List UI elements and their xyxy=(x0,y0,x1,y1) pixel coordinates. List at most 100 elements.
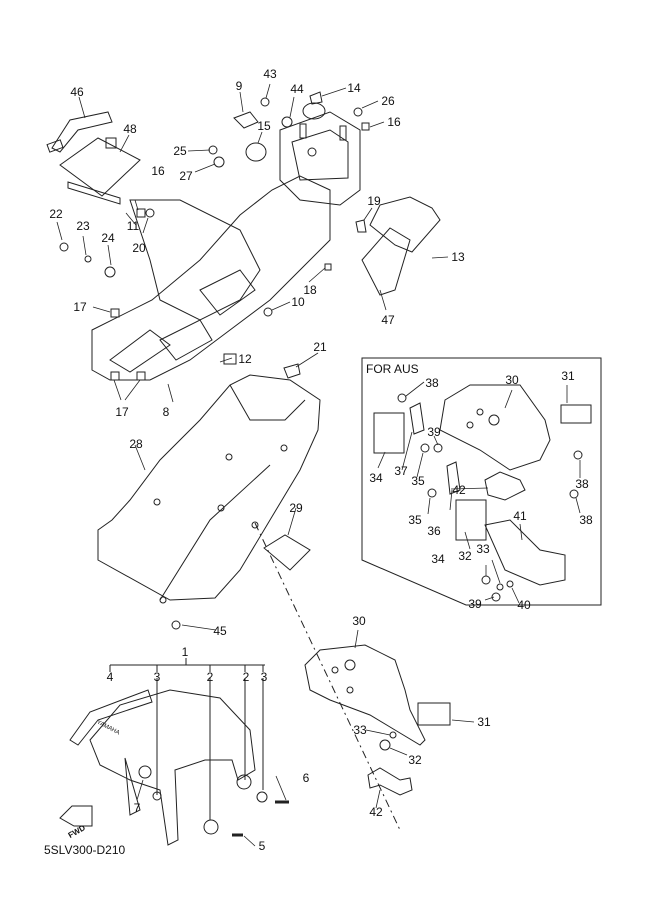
callout-34b: 34 xyxy=(431,552,445,566)
bracket-9 xyxy=(233,111,259,129)
callout-43: 43 xyxy=(263,67,277,81)
callout-27: 27 xyxy=(179,169,193,183)
aus-reflector-31 xyxy=(560,404,592,424)
aus-mudguard-30 xyxy=(439,384,551,471)
callout-21: 21 xyxy=(313,340,327,354)
callout-42b: 42 xyxy=(369,805,383,819)
callout-44: 44 xyxy=(290,82,304,96)
nut-27 xyxy=(213,156,225,168)
nut-7 xyxy=(138,765,152,779)
callout-38b: 38 xyxy=(575,477,589,491)
front-fender xyxy=(69,689,256,846)
mudguard-30 xyxy=(304,644,426,746)
callout-2b: 2 xyxy=(242,670,250,684)
cap-10 xyxy=(263,307,273,317)
cap-44 xyxy=(302,102,326,120)
aus-nut-35b xyxy=(427,488,437,498)
diagram-code: 5SLV300-D210 xyxy=(44,843,126,857)
reflector-31 xyxy=(417,702,451,726)
callout-42a: 42 xyxy=(452,483,466,497)
pad-21 xyxy=(283,363,301,379)
aus-nut-35a xyxy=(420,443,430,453)
callout-28: 28 xyxy=(129,437,143,451)
callout-41: 41 xyxy=(513,509,527,523)
callout-46: 46 xyxy=(70,85,84,99)
callout-17b: 17 xyxy=(115,405,129,419)
nut-17 xyxy=(110,308,120,318)
callout-18: 18 xyxy=(303,283,317,297)
leader-lines xyxy=(56,83,581,847)
collar-3 xyxy=(152,791,162,801)
bolt-45 xyxy=(171,620,181,630)
nut-16b xyxy=(361,122,370,131)
callout-45: 45 xyxy=(213,624,227,638)
callout-26: 26 xyxy=(381,94,395,108)
aus-bracket-37 xyxy=(409,402,425,435)
callout-17a: 17 xyxy=(73,300,87,314)
callout-40: 40 xyxy=(517,598,531,612)
rear-frame-8 xyxy=(91,175,331,381)
aus-washer-33 xyxy=(496,583,504,591)
callout-4: 4 xyxy=(106,670,114,684)
aus-reflector-34a xyxy=(373,412,405,454)
callout-35a: 35 xyxy=(411,474,425,488)
callout-37: 37 xyxy=(394,464,408,478)
callout-1: 1 xyxy=(181,645,189,659)
nut-32 xyxy=(379,739,391,751)
callout-35b: 35 xyxy=(408,513,422,527)
aus-bolt-38b xyxy=(573,450,583,460)
nut-44 xyxy=(281,116,293,128)
callout-2a: 2 xyxy=(206,670,214,684)
callout-38a: 38 xyxy=(425,376,439,390)
plate-48 xyxy=(59,137,141,205)
callout-9: 9 xyxy=(235,79,243,93)
bolt-43 xyxy=(260,97,270,107)
callout-32b: 32 xyxy=(408,753,422,767)
aus-nut-39b xyxy=(491,592,501,602)
bracket-42 xyxy=(367,767,413,796)
callout-12: 12 xyxy=(238,352,252,366)
o-ring-15 xyxy=(245,142,267,162)
nut-24 xyxy=(104,266,116,278)
aus-nut-39a xyxy=(433,443,443,453)
callout-33a: 33 xyxy=(476,542,490,556)
callout-38c: 38 xyxy=(579,513,593,527)
damper-12 xyxy=(223,353,237,365)
callout-5: 5 xyxy=(258,839,266,853)
callout-13: 13 xyxy=(451,250,465,264)
washer-33 xyxy=(389,731,397,739)
callout-6: 6 xyxy=(302,771,310,785)
callout-39a: 39 xyxy=(427,425,441,439)
callout-20: 20 xyxy=(132,241,146,255)
bolt-22 xyxy=(59,242,69,252)
callout-31a: 31 xyxy=(561,369,575,383)
fwd-arrow xyxy=(59,805,93,827)
callout-25: 25 xyxy=(173,144,187,158)
callout-11: 11 xyxy=(126,219,140,233)
callout-19: 19 xyxy=(367,194,381,208)
aus-box-title: FOR AUS xyxy=(366,362,419,376)
callout-30a: 30 xyxy=(505,373,519,387)
nut-17b xyxy=(110,371,120,381)
callout-48: 48 xyxy=(123,122,137,136)
callout-30b: 30 xyxy=(352,614,366,628)
callout-22: 22 xyxy=(49,207,63,221)
callout-15: 15 xyxy=(257,119,271,133)
aus-bracket-42 xyxy=(484,471,526,501)
collar-23 xyxy=(84,255,92,263)
clip-19 xyxy=(355,219,367,233)
rear-fender-28 xyxy=(97,374,321,604)
callout-24: 24 xyxy=(101,231,115,245)
callout-31b: 31 xyxy=(477,715,491,729)
callout-8: 8 xyxy=(162,405,170,419)
nut-17c xyxy=(136,371,146,381)
callout-3b: 3 xyxy=(260,670,268,684)
callout-23: 23 xyxy=(76,219,90,233)
callout-47: 47 xyxy=(381,313,395,327)
callout-16b: 16 xyxy=(387,115,401,129)
grommet-2 xyxy=(203,819,219,835)
collar-3b xyxy=(256,791,268,803)
callout-32a: 32 xyxy=(458,549,472,563)
